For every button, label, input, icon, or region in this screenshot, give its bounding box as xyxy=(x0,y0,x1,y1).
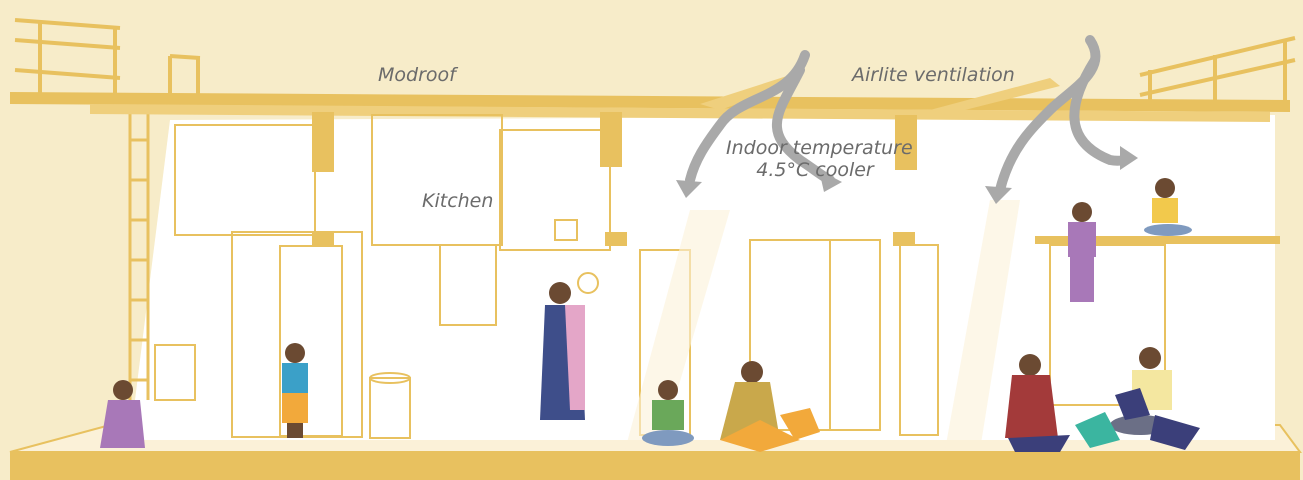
indoor-temperature-line1: Indoor temperature xyxy=(726,137,904,159)
indoor-temperature-line2: 4.5°C cooler xyxy=(726,159,904,181)
modroof-structure xyxy=(10,20,1295,122)
kitchen-label: Kitchen xyxy=(422,190,493,212)
airlite-ventilation-label: Airlite ventilation xyxy=(852,64,1015,86)
indoor-temperature-label: Indoor temperature 4.5°C cooler xyxy=(726,137,904,181)
modroof-label: Modroof xyxy=(378,64,456,86)
floor-slab xyxy=(10,452,1300,480)
